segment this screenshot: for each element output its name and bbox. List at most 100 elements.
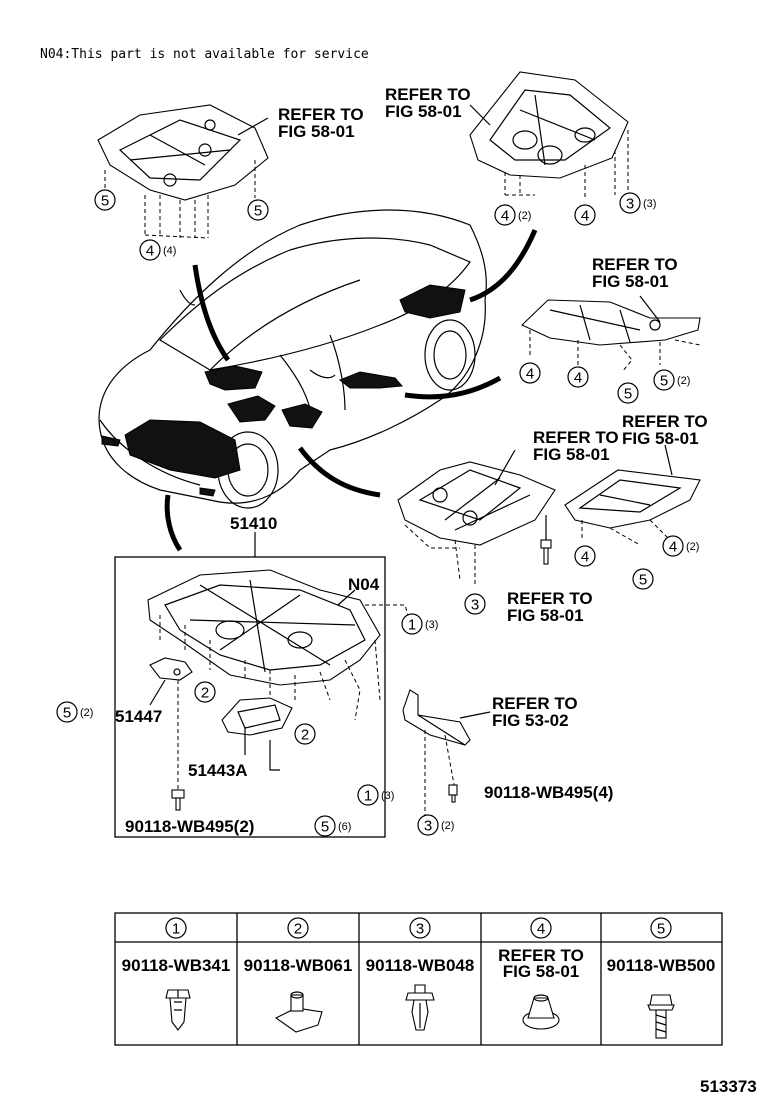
callout-4: 4 bbox=[574, 545, 596, 567]
callout-circle bbox=[357, 784, 379, 806]
callout-qty: (2) bbox=[686, 541, 699, 553]
diagram-id: 513373 bbox=[700, 1077, 757, 1096]
callout-circle bbox=[494, 204, 516, 226]
callout-5: 5 (2) bbox=[653, 369, 690, 391]
service-note: N04:This part is not available for servi… bbox=[40, 47, 369, 62]
ref-label-1: REFER TO FIG 58-01 bbox=[278, 105, 364, 141]
callout-number: 3 bbox=[424, 818, 432, 835]
callout-qty: (2) bbox=[677, 375, 690, 387]
svg-text:REFER TO: REFER TO bbox=[507, 589, 593, 608]
callout-number: 2 bbox=[201, 685, 209, 702]
callout-number: 4 bbox=[581, 208, 589, 225]
bolt-right bbox=[448, 784, 458, 803]
callout-circle bbox=[417, 814, 439, 836]
legend-number-1: 1 bbox=[172, 921, 180, 938]
ref-label-4: REFER TO FIG 58-01 bbox=[533, 428, 619, 464]
legend-part-1: 90118-WB341 bbox=[122, 956, 231, 975]
cover-top-right bbox=[469, 71, 629, 200]
legend-circle-5 bbox=[650, 917, 672, 939]
part-51410: 51410 bbox=[230, 514, 277, 533]
clip-icon-3 bbox=[405, 984, 435, 1031]
callout-circle bbox=[401, 613, 423, 635]
bolt-a-label: 90118-WB495(2) bbox=[125, 817, 254, 836]
callout-number: 5 bbox=[624, 386, 632, 403]
bracket-53-02 bbox=[402, 689, 491, 815]
callout-circle bbox=[519, 362, 541, 384]
callout-circle bbox=[94, 189, 116, 211]
callout-5: 5 bbox=[247, 199, 269, 221]
car-outline bbox=[98, 209, 487, 509]
callout-5: 5 bbox=[632, 568, 654, 590]
legend-number-5: 5 bbox=[657, 921, 665, 938]
callout-circle bbox=[574, 545, 596, 567]
svg-text:FIG 58-01: FIG 58-01 bbox=[622, 429, 699, 448]
callout-4: 4 (4) bbox=[139, 239, 176, 261]
leader-arcs bbox=[164, 229, 538, 552]
legend-circle-2 bbox=[287, 917, 309, 939]
callout-circle bbox=[662, 535, 684, 557]
callout-number: 5 bbox=[660, 373, 668, 390]
cover-top-left bbox=[97, 104, 269, 239]
cover-right-middle bbox=[521, 295, 701, 373]
svg-text:FIG 58-01: FIG 58-01 bbox=[278, 122, 355, 141]
cover-right-lower-b bbox=[564, 444, 701, 546]
retainer-icon-4 bbox=[522, 994, 560, 1030]
callout-circle bbox=[619, 192, 641, 214]
svg-text:FIG 58-01: FIG 58-01 bbox=[592, 272, 669, 291]
svg-text:FIG 58-01: FIG 58-01 bbox=[385, 102, 462, 121]
callout-qty: (2) bbox=[80, 707, 93, 719]
legend-circle-1 bbox=[165, 917, 187, 939]
svg-text:REFER TO: REFER TO bbox=[492, 694, 578, 713]
callout-4: 4 bbox=[574, 204, 596, 226]
legend-circle-3 bbox=[409, 917, 431, 939]
callout-number: 4 bbox=[526, 366, 534, 383]
callout-number: 4 bbox=[501, 208, 509, 225]
callout-circle bbox=[294, 723, 316, 745]
callout-3: 3(3) bbox=[619, 192, 656, 214]
callout-circle bbox=[617, 382, 639, 404]
callout-number: 5 bbox=[254, 203, 262, 220]
svg-text:REFER TO: REFER TO bbox=[592, 255, 678, 274]
legend-part-3: 90118-WB048 bbox=[366, 956, 475, 975]
legend-part-2: 90118-WB061 bbox=[244, 956, 353, 975]
callout-qty: (2) bbox=[441, 820, 454, 832]
svg-text:REFER TO: REFER TO bbox=[278, 105, 364, 124]
callout-5: 5 bbox=[94, 189, 116, 211]
callout-number: 2 bbox=[301, 727, 309, 744]
legend-part-5: 90118-WB500 bbox=[607, 956, 716, 975]
callout-number: 4 bbox=[146, 243, 154, 260]
callout-5: 5(2) bbox=[56, 701, 93, 723]
callout-qty: (3) bbox=[381, 790, 394, 802]
callout-circle bbox=[653, 369, 675, 391]
legend-number-3: 3 bbox=[416, 921, 424, 938]
callout-number: 4 bbox=[581, 549, 589, 566]
callout-circle bbox=[567, 366, 589, 388]
part-51447-plate bbox=[149, 657, 193, 790]
legend-part-4: FIG 58-01 bbox=[503, 962, 580, 981]
callout-2: 2 bbox=[194, 681, 216, 703]
callout-number: 1 bbox=[364, 788, 372, 805]
callout-number: 4 bbox=[574, 370, 582, 387]
p51443a-leader bbox=[269, 740, 280, 771]
callout-circle bbox=[632, 568, 654, 590]
svg-text:FIG 53-02: FIG 53-02 bbox=[492, 711, 569, 730]
bolt-icon-5 bbox=[647, 994, 675, 1039]
callout-qty: (4) bbox=[163, 245, 176, 257]
callout-4: 4 bbox=[567, 366, 589, 388]
callout-qty: (3) bbox=[643, 198, 656, 210]
cover-right-lower-a bbox=[397, 449, 556, 585]
svg-text:FIG 58-01: FIG 58-01 bbox=[507, 606, 584, 625]
callout-qty: (6) bbox=[338, 821, 351, 833]
legend-table bbox=[114, 912, 723, 1046]
callout-4: 4 bbox=[519, 362, 541, 384]
legend-number-4: 4 bbox=[537, 921, 545, 938]
bolt-b-label: 90118-WB495(4) bbox=[484, 783, 613, 802]
part-51447: 51447 bbox=[115, 707, 162, 726]
callout-number: 3 bbox=[471, 597, 479, 614]
bolt-center bbox=[540, 515, 552, 565]
ref-label-7: REFER TO FIG 53-02 bbox=[492, 694, 578, 730]
legend-number-2: 2 bbox=[294, 921, 302, 938]
svg-text:REFER TO: REFER TO bbox=[622, 412, 708, 431]
callout-1: 1(3) bbox=[401, 613, 438, 635]
